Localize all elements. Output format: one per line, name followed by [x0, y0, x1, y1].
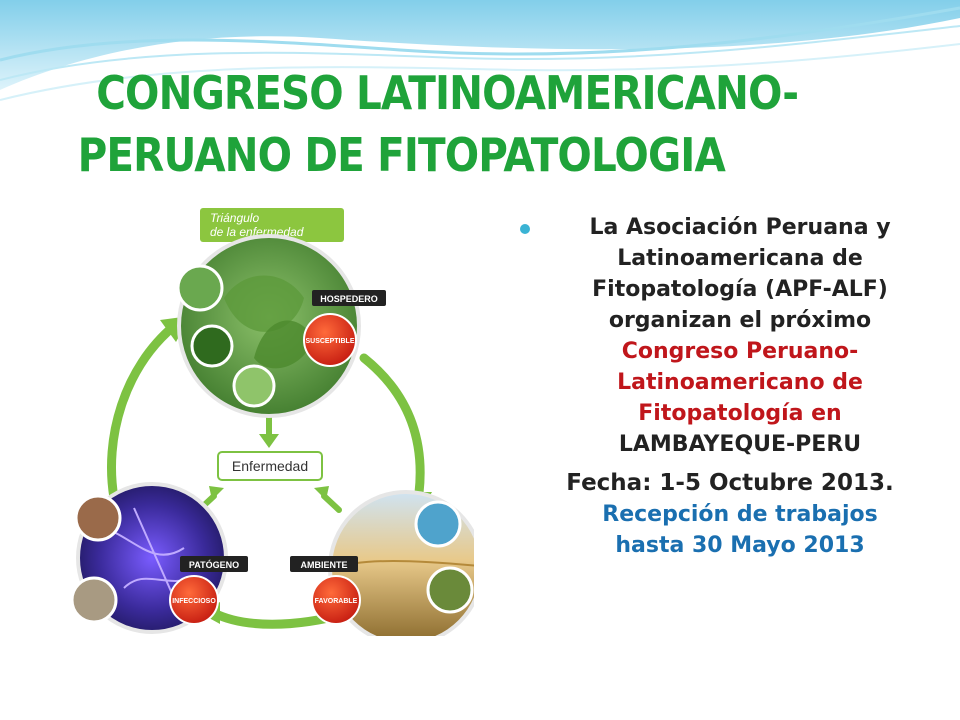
bullet-line-3: Fitopatología (APF-ALF) — [592, 277, 888, 302]
patogeno-label: PATÓGENO — [189, 559, 239, 570]
patogeno-thumb-2 — [70, 576, 118, 624]
hospedero-thumb-2 — [190, 324, 234, 368]
susceptible-label: SUSCEPTIBLE — [305, 338, 354, 345]
congress-name-line-3: Fitopatología en — [638, 401, 842, 426]
congress-name-line-2: Latinoamericano de — [617, 370, 863, 395]
hospedero-thumb-3 — [232, 364, 276, 408]
deadline-line-2: hasta 30 Mayo 2013 — [615, 533, 865, 558]
location-line: LAMBAYEQUE-PERU — [618, 432, 862, 457]
bullet-line-1: La Asociación Peruana y — [589, 215, 891, 240]
header-wave-decoration — [0, 0, 960, 101]
disease-triangle-diagram: Triángulo de la enfermedad En — [70, 208, 474, 636]
slide-title: CONGRESO LATINOAMERICANO- PERUANO DE FIT… — [60, 62, 834, 186]
deadline-text: Recepción de trabajos hasta 30 Mayo 2013 — [520, 499, 940, 561]
enfermedad-label: Enfermedad — [217, 451, 323, 481]
figure-header-line1: Triángulo — [210, 211, 259, 225]
ambiente-label: AMBIENTE — [301, 560, 348, 570]
ambiente-node: AMBIENTE FAVORABLE — [290, 490, 474, 636]
hospedero-node: HOSPEDERO SUSCEPTIBLE — [176, 234, 386, 418]
infeccioso-label: INFECCIOSO — [172, 598, 216, 605]
patogeno-node: PATÓGENO INFECCIOSO — [70, 482, 248, 634]
patogeno-thumb-1 — [74, 494, 122, 542]
announcement-bullet: La Asociación Peruana y Latinoamericana … — [520, 212, 940, 561]
event-date: Fecha: 1-5 Octubre 2013. — [566, 470, 894, 496]
ambiente-thumb-2 — [426, 566, 474, 614]
bullet-line-4: organizan el próximo — [608, 308, 872, 333]
title-line-2: PERUANO DE FITOPATOLOGIA — [77, 128, 726, 182]
hospedero-thumb-1 — [176, 264, 224, 312]
inner-arrow-heads — [209, 434, 329, 500]
disease-triangle-figure: Triángulo de la enfermedad En — [64, 208, 474, 636]
bullet-dot-icon — [520, 224, 530, 234]
deadline-line-1: Recepción de trabajos — [602, 502, 878, 527]
bullet-text: La Asociación Peruana y Latinoamericana … — [520, 212, 940, 460]
congress-name-line-1: Congreso Peruano- — [621, 339, 859, 364]
hospedero-label: HOSPEDERO — [320, 294, 378, 304]
enfermedad-text: Enfermedad — [232, 458, 308, 474]
favorable-label: FAVORABLE — [315, 598, 358, 605]
bullet-line-2: Latinoamericana de — [617, 246, 863, 271]
ambiente-thumb-1 — [414, 500, 462, 548]
title-line-1: CONGRESO LATINOAMERICANO- — [96, 66, 799, 120]
